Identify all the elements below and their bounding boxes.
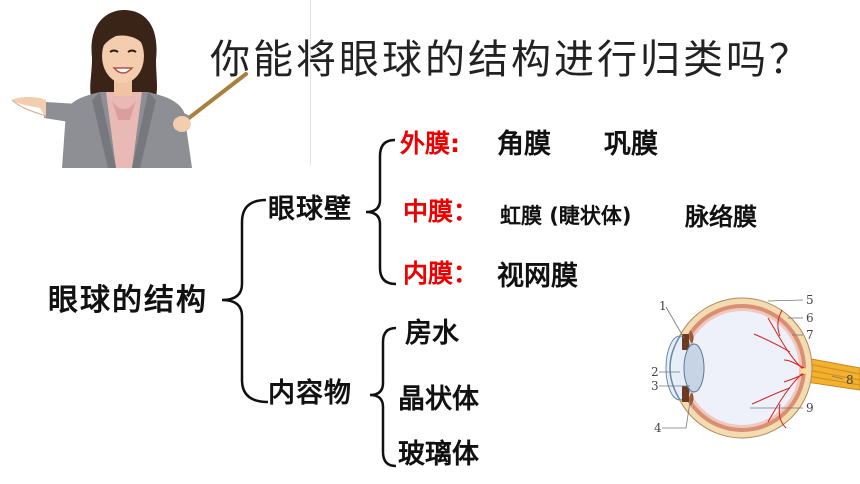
contents-part: 房水 <box>405 318 459 349</box>
contents-part: 晶状体 <box>398 384 479 415</box>
eye-label-7: 7 <box>806 328 814 342</box>
contents-brace <box>369 326 397 468</box>
eye-label-3: 3 <box>651 379 659 393</box>
middle-layer-part: 虹膜 (睫状体) <box>500 204 632 228</box>
eyeball-diagram: 1 2 3 4 5 6 7 8 9 <box>651 293 860 439</box>
slide-title: 你能将眼球的结构进行归类吗？ <box>210 37 812 83</box>
teacher-photo <box>11 10 248 168</box>
inner-layer-label: 内膜： <box>403 259 479 288</box>
outer-layer-label: 外膜: <box>400 129 460 158</box>
middle-layer-part: 脉络膜 <box>685 203 757 231</box>
wall-brace <box>365 138 397 286</box>
root-brace <box>221 198 269 404</box>
eye-label-1: 1 <box>659 299 667 313</box>
inner-layer-part: 视网膜 <box>497 261 578 292</box>
divider-line <box>310 0 311 165</box>
eye-label-8: 8 <box>846 373 854 387</box>
contents-part: 玻璃体 <box>398 439 479 470</box>
outer-layer-part: 角膜 <box>497 129 551 160</box>
eyeball-contents-label: 内容物 <box>268 378 352 409</box>
eye-label-2: 2 <box>651 365 659 379</box>
eye-label-5: 5 <box>806 293 814 307</box>
eye-label-6: 6 <box>806 311 814 325</box>
middle-layer-label: 中膜： <box>403 197 479 226</box>
eye-label-9: 9 <box>806 401 814 415</box>
eyeball-wall-label: 眼球壁 <box>268 194 352 225</box>
eye-label-4: 4 <box>654 421 662 435</box>
outer-layer-part: 巩膜 <box>604 129 658 160</box>
tree-root-label: 眼球的结构 <box>48 283 208 318</box>
